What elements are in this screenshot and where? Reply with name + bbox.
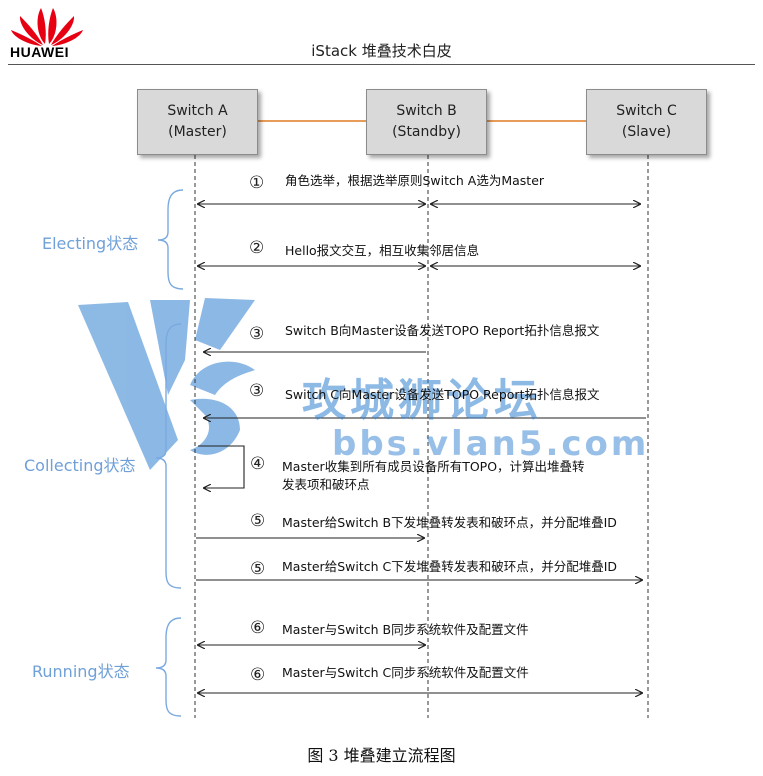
step-number: ③ bbox=[249, 381, 265, 401]
message-text-line2: 发表项和破环点 bbox=[282, 477, 370, 492]
watermark-url: bbs.vlan5.com bbox=[332, 424, 650, 464]
message-text: 角色选举，根据选举原则Switch A选为Master bbox=[285, 173, 545, 188]
document-title: iStack 堆叠技术白皮 bbox=[311, 42, 452, 60]
message-text: Master给Switch B下发堆叠转发表和破环点，并分配堆叠ID bbox=[282, 515, 617, 530]
phase-collecting-label: Collecting状态 bbox=[24, 456, 136, 475]
switch-a-name: Switch A bbox=[167, 103, 228, 119]
switch-c-role: (Slave) bbox=[621, 124, 672, 140]
step-number: ④ bbox=[250, 454, 266, 474]
running-bracket bbox=[155, 617, 182, 717]
message-text: Master与Switch B同步系统软件及配置文件 bbox=[282, 622, 529, 637]
switch-b-name: Switch B bbox=[396, 103, 457, 119]
brand-name: HUAWEI bbox=[10, 44, 69, 60]
step-number: ② bbox=[249, 238, 265, 258]
step-number: ① bbox=[249, 173, 265, 193]
phase-electing-label: Electing状态 bbox=[42, 234, 139, 253]
message-text: Switch C向Master设备发送TOPO Report拓扑信息报文 bbox=[285, 387, 600, 402]
phase-running-label: Running状态 bbox=[32, 662, 130, 681]
step-number: ③ bbox=[249, 324, 265, 344]
step-number: ⑤ bbox=[250, 511, 266, 531]
header-rule bbox=[8, 64, 755, 65]
switch-a-role: (Master) bbox=[168, 124, 227, 140]
figure-caption: 图 3 堆叠建立流程图 bbox=[307, 746, 456, 765]
huawei-logo bbox=[8, 4, 86, 62]
switch-b-box: Switch B (Standby) bbox=[366, 89, 487, 155]
message-text: Master收集到所有成员设备所有TOPO，计算出堆叠转 bbox=[282, 459, 585, 474]
huawei-petal-icon bbox=[11, 8, 83, 46]
switch-c-name: Switch C bbox=[616, 103, 677, 119]
step-number: ⑤ bbox=[250, 559, 266, 579]
message-text: Master给Switch C下发堆叠转发表和破环点，并分配堆叠ID bbox=[282, 559, 618, 574]
watermark bbox=[78, 298, 255, 470]
step-number: ⑥ bbox=[250, 665, 266, 685]
switch-a-box: Switch A (Master) bbox=[137, 89, 258, 155]
step-number: ⑥ bbox=[250, 618, 266, 638]
switch-b-role: (Standby) bbox=[392, 124, 461, 140]
message-text: Hello报文交互，相互收集邻居信息 bbox=[285, 243, 480, 258]
switch-c-box: Switch C (Slave) bbox=[586, 89, 707, 155]
collecting-bracket bbox=[155, 323, 182, 589]
arrow-compute-self bbox=[198, 445, 245, 488]
electing-bracket bbox=[157, 189, 184, 290]
message-text: Switch B向Master设备发送TOPO Report拓扑信息报文 bbox=[285, 323, 600, 338]
watermark-title: 攻城狮论坛 bbox=[302, 375, 542, 426]
message-text: Master与Switch C同步系统软件及配置文件 bbox=[282, 665, 529, 680]
watermark-logo-icon bbox=[78, 298, 255, 470]
